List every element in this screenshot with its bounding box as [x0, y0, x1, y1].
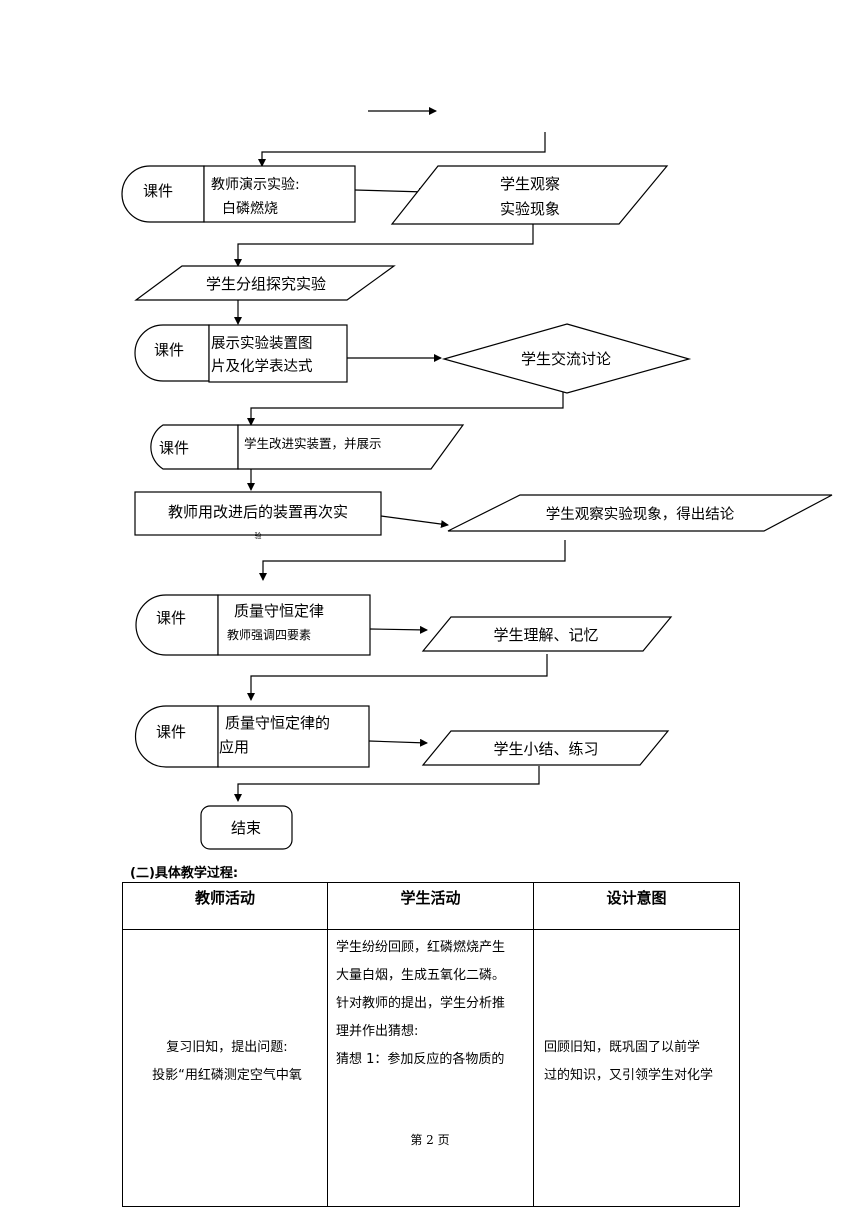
arrow-to-observe — [354, 187, 427, 196]
courseware-shape-3 — [150, 424, 239, 470]
observe-parallelogram — [390, 165, 669, 225]
student-line-1: 学生纷纷回顾，红磷燃烧产生 — [336, 940, 506, 955]
courseware-shape-1 — [121, 165, 205, 223]
teacher-line-2: 投影“用红磷测定空气中氧 — [152, 1068, 302, 1083]
courseware-label-4: 课件 — [156, 609, 186, 627]
arrow-to-application — [247, 654, 548, 701]
teacher-activity-cell: 复习旧知，提出问题: 投影“用红磷测定空气中氧 — [122, 929, 328, 1207]
student-line-5: 猜想 1：参加反应的各物质的 — [336, 1052, 505, 1067]
arrow-to-end — [234, 766, 540, 802]
law-box — [217, 594, 371, 656]
header-teacher-activity: 教师活动 — [122, 882, 328, 930]
teacher-demo-line-1: 教师演示实验: — [211, 177, 300, 193]
understand-label: 学生理解、记忆 — [493, 626, 598, 644]
summary-label: 学生小结、练习 — [493, 740, 598, 758]
section-heading: (二)具体教学过程: — [130, 866, 239, 881]
teacher-demo-box — [203, 165, 356, 223]
teacher-redo-line-2: 验 — [255, 531, 262, 540]
show-device-line-1: 展示实验装置图 — [211, 335, 313, 352]
application-line-1: 质量守恒定律的 — [225, 714, 330, 732]
arrow-to-understand — [369, 625, 428, 634]
arrow-to-improve — [247, 391, 564, 426]
show-device-box — [208, 324, 348, 383]
improve-trapezoid — [237, 424, 465, 470]
arrow-to-summary — [368, 738, 428, 747]
design-intent-cell: 回顾旧知，既巩固了以前学 过的知识，又引领学生对化学 — [533, 929, 740, 1207]
observe-line-1: 学生观察 — [500, 175, 560, 193]
observe-conclude-label: 学生观察实验现象，得出结论 — [546, 505, 735, 523]
design-line-1: 回顾旧知，既巩固了以前学 — [544, 1040, 701, 1055]
courseware-shape-5 — [134, 705, 219, 768]
teaching-process-table: 教师活动 学生活动 设计意图 复习旧知，提出问题: 投影“用红磷测定空气中氧 学… — [122, 882, 740, 1207]
table-header-row: 教师活动 学生活动 设计意图 — [122, 882, 740, 930]
header-design-intent: 设计意图 — [533, 882, 740, 930]
arrow-to-observe-conclude — [380, 515, 449, 529]
teacher-redo-box — [134, 491, 382, 536]
exchange-label: 学生交流讨论 — [521, 350, 611, 368]
student-line-4: 理并作出猜想: — [336, 1024, 419, 1039]
table-row: 复习旧知，提出问题: 投影“用红磷测定空气中氧 学生纷纷回顾，红磷燃烧产生 大量… — [122, 929, 740, 1207]
student-line-3: 针对教师的提出，学生分析推 — [336, 996, 506, 1011]
courseware-label-2: 课件 — [154, 341, 184, 359]
group-explore-label: 学生分组探究实验 — [206, 275, 326, 293]
courseware-shape-2 — [134, 324, 210, 382]
header-student-activity: 学生活动 — [327, 882, 534, 930]
end-label: 结束 — [231, 819, 261, 837]
law-line-2: 教师强调四要素 — [227, 627, 311, 642]
student-line-2: 大量白烟，生成五氧化二磷。 — [336, 968, 506, 983]
teacher-demo-line-2: 白磷燃烧 — [222, 200, 278, 217]
arrow-to-law — [259, 540, 566, 581]
flow-shapes — [121, 165, 833, 850]
show-device-line-2: 片及化学表达式 — [211, 358, 313, 375]
end-terminator — [200, 805, 293, 850]
group-explore-parallelogram — [134, 265, 396, 301]
summary-parallelogram — [421, 730, 670, 766]
design-line-2: 过的知识，又引领学生对化学 — [544, 1068, 714, 1083]
courseware-label-1: 课件 — [143, 182, 173, 200]
improve-label: 学生改进实装置，并展示 — [244, 436, 382, 451]
application-box — [217, 705, 370, 768]
arrow-to-group-explore — [234, 224, 534, 267]
courseware-shape-4 — [135, 594, 219, 656]
teacher-redo-line-1: 教师用改进后的装置再次实 — [168, 503, 348, 521]
courseware-label-5: 课件 — [156, 723, 186, 741]
observe-conclude-parallelogram — [447, 494, 833, 532]
law-line-1: 质量守恒定律 — [234, 602, 324, 620]
observe-line-2: 实验现象 — [500, 200, 560, 218]
student-activity-cell: 学生纷纷回顾，红磷燃烧产生 大量白烟，生成五氧化二磷。 针对教师的提出，学生分析… — [327, 929, 534, 1207]
courseware-label-3: 课件 — [159, 439, 189, 457]
arrow-to-teacher-demo — [258, 132, 546, 167]
teaching-flowchart: 课件 教师演示实验: 白磷燃烧 学生观察 实验现象 学生分组探究实验 课件 展示… — [121, 107, 833, 850]
application-line-2: 应用 — [219, 738, 249, 756]
flow-connectors — [234, 107, 566, 802]
understand-parallelogram — [421, 616, 673, 652]
page-number: 第 2 页 — [410, 1133, 450, 1147]
teacher-line-1: 复习旧知，提出问题: — [166, 1040, 288, 1055]
exchange-diamond — [441, 323, 692, 394]
